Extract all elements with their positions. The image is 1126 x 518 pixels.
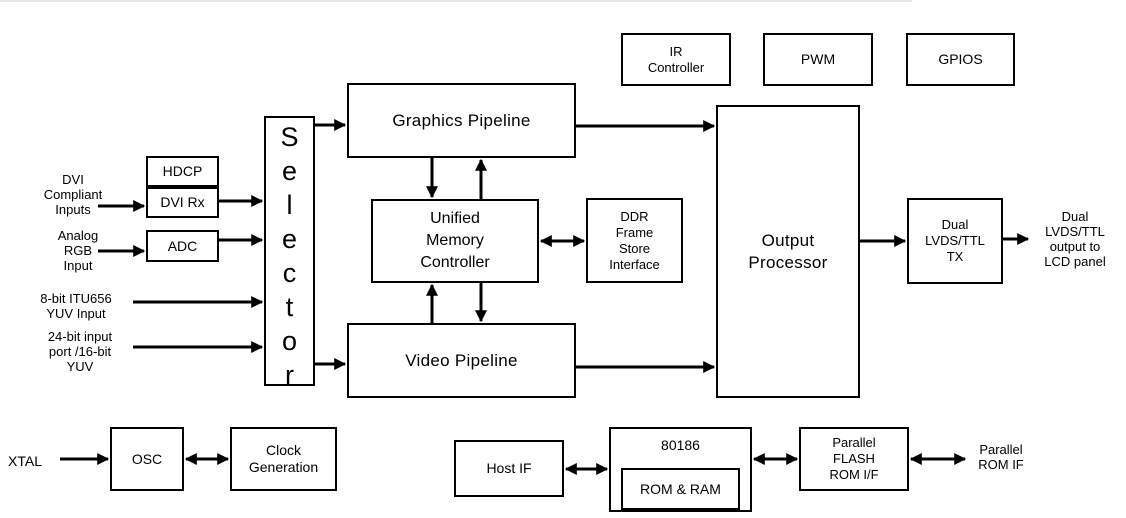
selector-letter: e <box>281 224 298 254</box>
hdcp-label: HDCP <box>162 163 203 179</box>
adc-label: ADC <box>167 237 198 254</box>
top-border-line <box>0 0 912 2</box>
xtal-label: XTAL <box>8 453 42 469</box>
ir-controller-block: IR Controller <box>621 33 731 86</box>
selector-letter: o <box>281 326 298 356</box>
ir-controller-label: IR Controller <box>647 43 705 75</box>
gpios-block: GPIOS <box>906 33 1015 86</box>
analog-rgb-label: Analog RGB Input <box>57 228 99 273</box>
port24-input-label: 24-bit input port /16-bit YUV <box>47 329 113 374</box>
selector-letter: e <box>281 156 298 186</box>
lcd-output-label: Dual LVDS/TTL output to LCD panel <box>1044 209 1106 269</box>
selector-block: S e l e c t o r <box>264 116 315 390</box>
osc-label: OSC <box>131 450 163 467</box>
osc-block: OSC <box>110 427 184 491</box>
selector-letter: t <box>285 292 294 322</box>
ddr-frame-store-label: DDR Frame Store Interface <box>609 208 660 272</box>
output-processor-block: Output Processor <box>716 105 860 398</box>
unified-memory-controller-label: Unified Memory Controller <box>420 210 490 271</box>
video-pipeline-label: Video Pipeline <box>405 350 518 370</box>
dvi-inputs-label: DVI Compliant Inputs <box>43 172 103 217</box>
selector-letter: S <box>280 122 299 152</box>
pwm-label: PWM <box>800 51 836 67</box>
selector-letter: r <box>285 360 294 390</box>
host-if-block: Host IF <box>454 440 564 497</box>
clock-generation-block: Clock Generation <box>230 427 337 491</box>
parallel-flash-rom-block: Parallel FLASH ROM I/F <box>799 427 909 491</box>
parallel-flash-rom-label: Parallel FLASH ROM I/F <box>829 435 879 482</box>
hdcp-block: HDCP <box>146 156 219 187</box>
selector-letter: c <box>282 258 297 288</box>
graphics-pipeline-block: Graphics Pipeline <box>347 83 576 158</box>
host-if-label: Host IF <box>486 460 532 476</box>
gpios-label: GPIOS <box>938 51 983 67</box>
pwm-block: PWM <box>763 33 873 86</box>
cpu-80186-label: 80186 <box>661 437 700 453</box>
dual-lvds-ttl-tx-block: Dual LVDS/TTL TX <box>907 198 1003 284</box>
graphics-pipeline-label: Graphics Pipeline <box>392 110 531 130</box>
clock-generation-label: Clock Generation <box>248 442 319 475</box>
parallel-rom-if-label: Parallel ROM IF <box>978 442 1024 472</box>
output-processor-label: Output Processor <box>748 230 828 272</box>
video-pipeline-block: Video Pipeline <box>347 323 576 398</box>
itu656-input-label: 8-bit ITU656 YUV Input <box>40 291 112 321</box>
rom-ram-label: ROM & RAM <box>640 480 721 497</box>
unified-memory-controller-block: Unified Memory Controller <box>371 199 539 283</box>
adc-block: ADC <box>146 230 219 262</box>
dvi-rx-block: DVI Rx <box>146 187 219 218</box>
dvi-rx-label: DVI Rx <box>160 194 205 210</box>
dual-lvds-ttl-tx-label: Dual LVDS/TTL TX <box>925 217 985 264</box>
ddr-frame-store-block: DDR Frame Store Interface <box>586 198 683 283</box>
selector-letter: l <box>286 190 293 220</box>
rom-ram-block: ROM & RAM <box>621 468 740 510</box>
